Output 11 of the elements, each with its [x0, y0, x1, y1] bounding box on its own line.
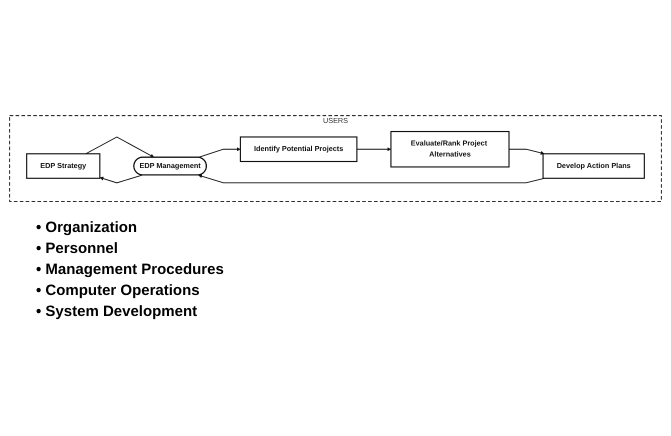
list-item: • System Development	[36, 303, 198, 320]
arrow	[100, 174, 143, 184]
arrow	[198, 174, 545, 184]
list-item: • Organization	[36, 219, 138, 236]
list-item: • Personnel	[36, 240, 119, 258]
arrow	[356, 147, 392, 152]
arrow	[198, 147, 241, 158]
arrow	[508, 148, 544, 155]
list-item: • Computer Operations	[36, 282, 201, 300]
arrow	[85, 136, 154, 158]
list-item: • Management Procedures	[36, 261, 225, 278]
